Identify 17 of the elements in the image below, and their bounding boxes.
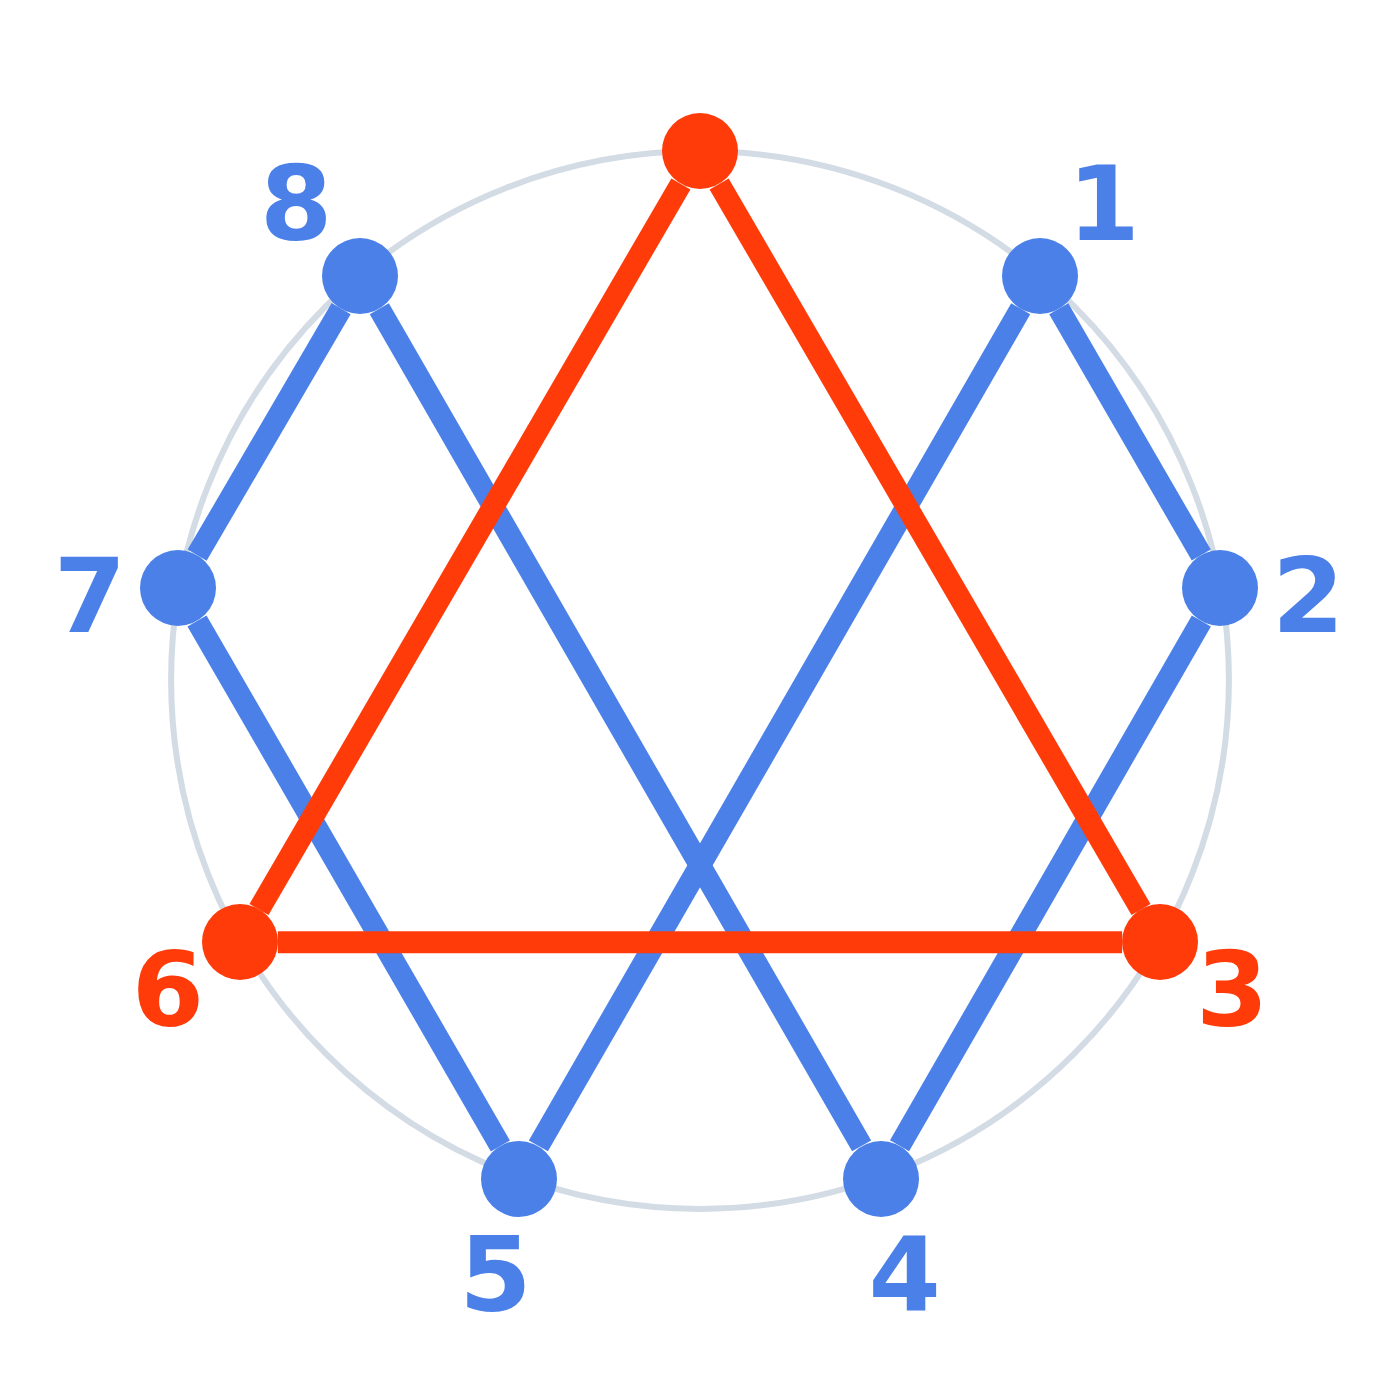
connector-line	[369, 303, 872, 1152]
vertex-number: 3	[1195, 938, 1269, 1043]
vertex-number: 4	[868, 1222, 941, 1327]
connector-line	[249, 178, 691, 915]
connector-line	[1049, 303, 1211, 561]
vertex-number: 7	[53, 543, 127, 648]
connector-line	[187, 615, 510, 1152]
connector-line	[528, 303, 1031, 1152]
connector-line	[277, 931, 1123, 954]
connector-line	[187, 303, 351, 561]
vertex-number: 5	[459, 1222, 532, 1327]
connector-line	[709, 178, 1151, 915]
connector-line	[890, 615, 1211, 1152]
vertex-number: 2	[1272, 543, 1345, 648]
vertex-number: 6	[131, 938, 205, 1043]
vertex-number: 1	[1067, 151, 1140, 256]
vertex-number: 8	[260, 151, 333, 256]
